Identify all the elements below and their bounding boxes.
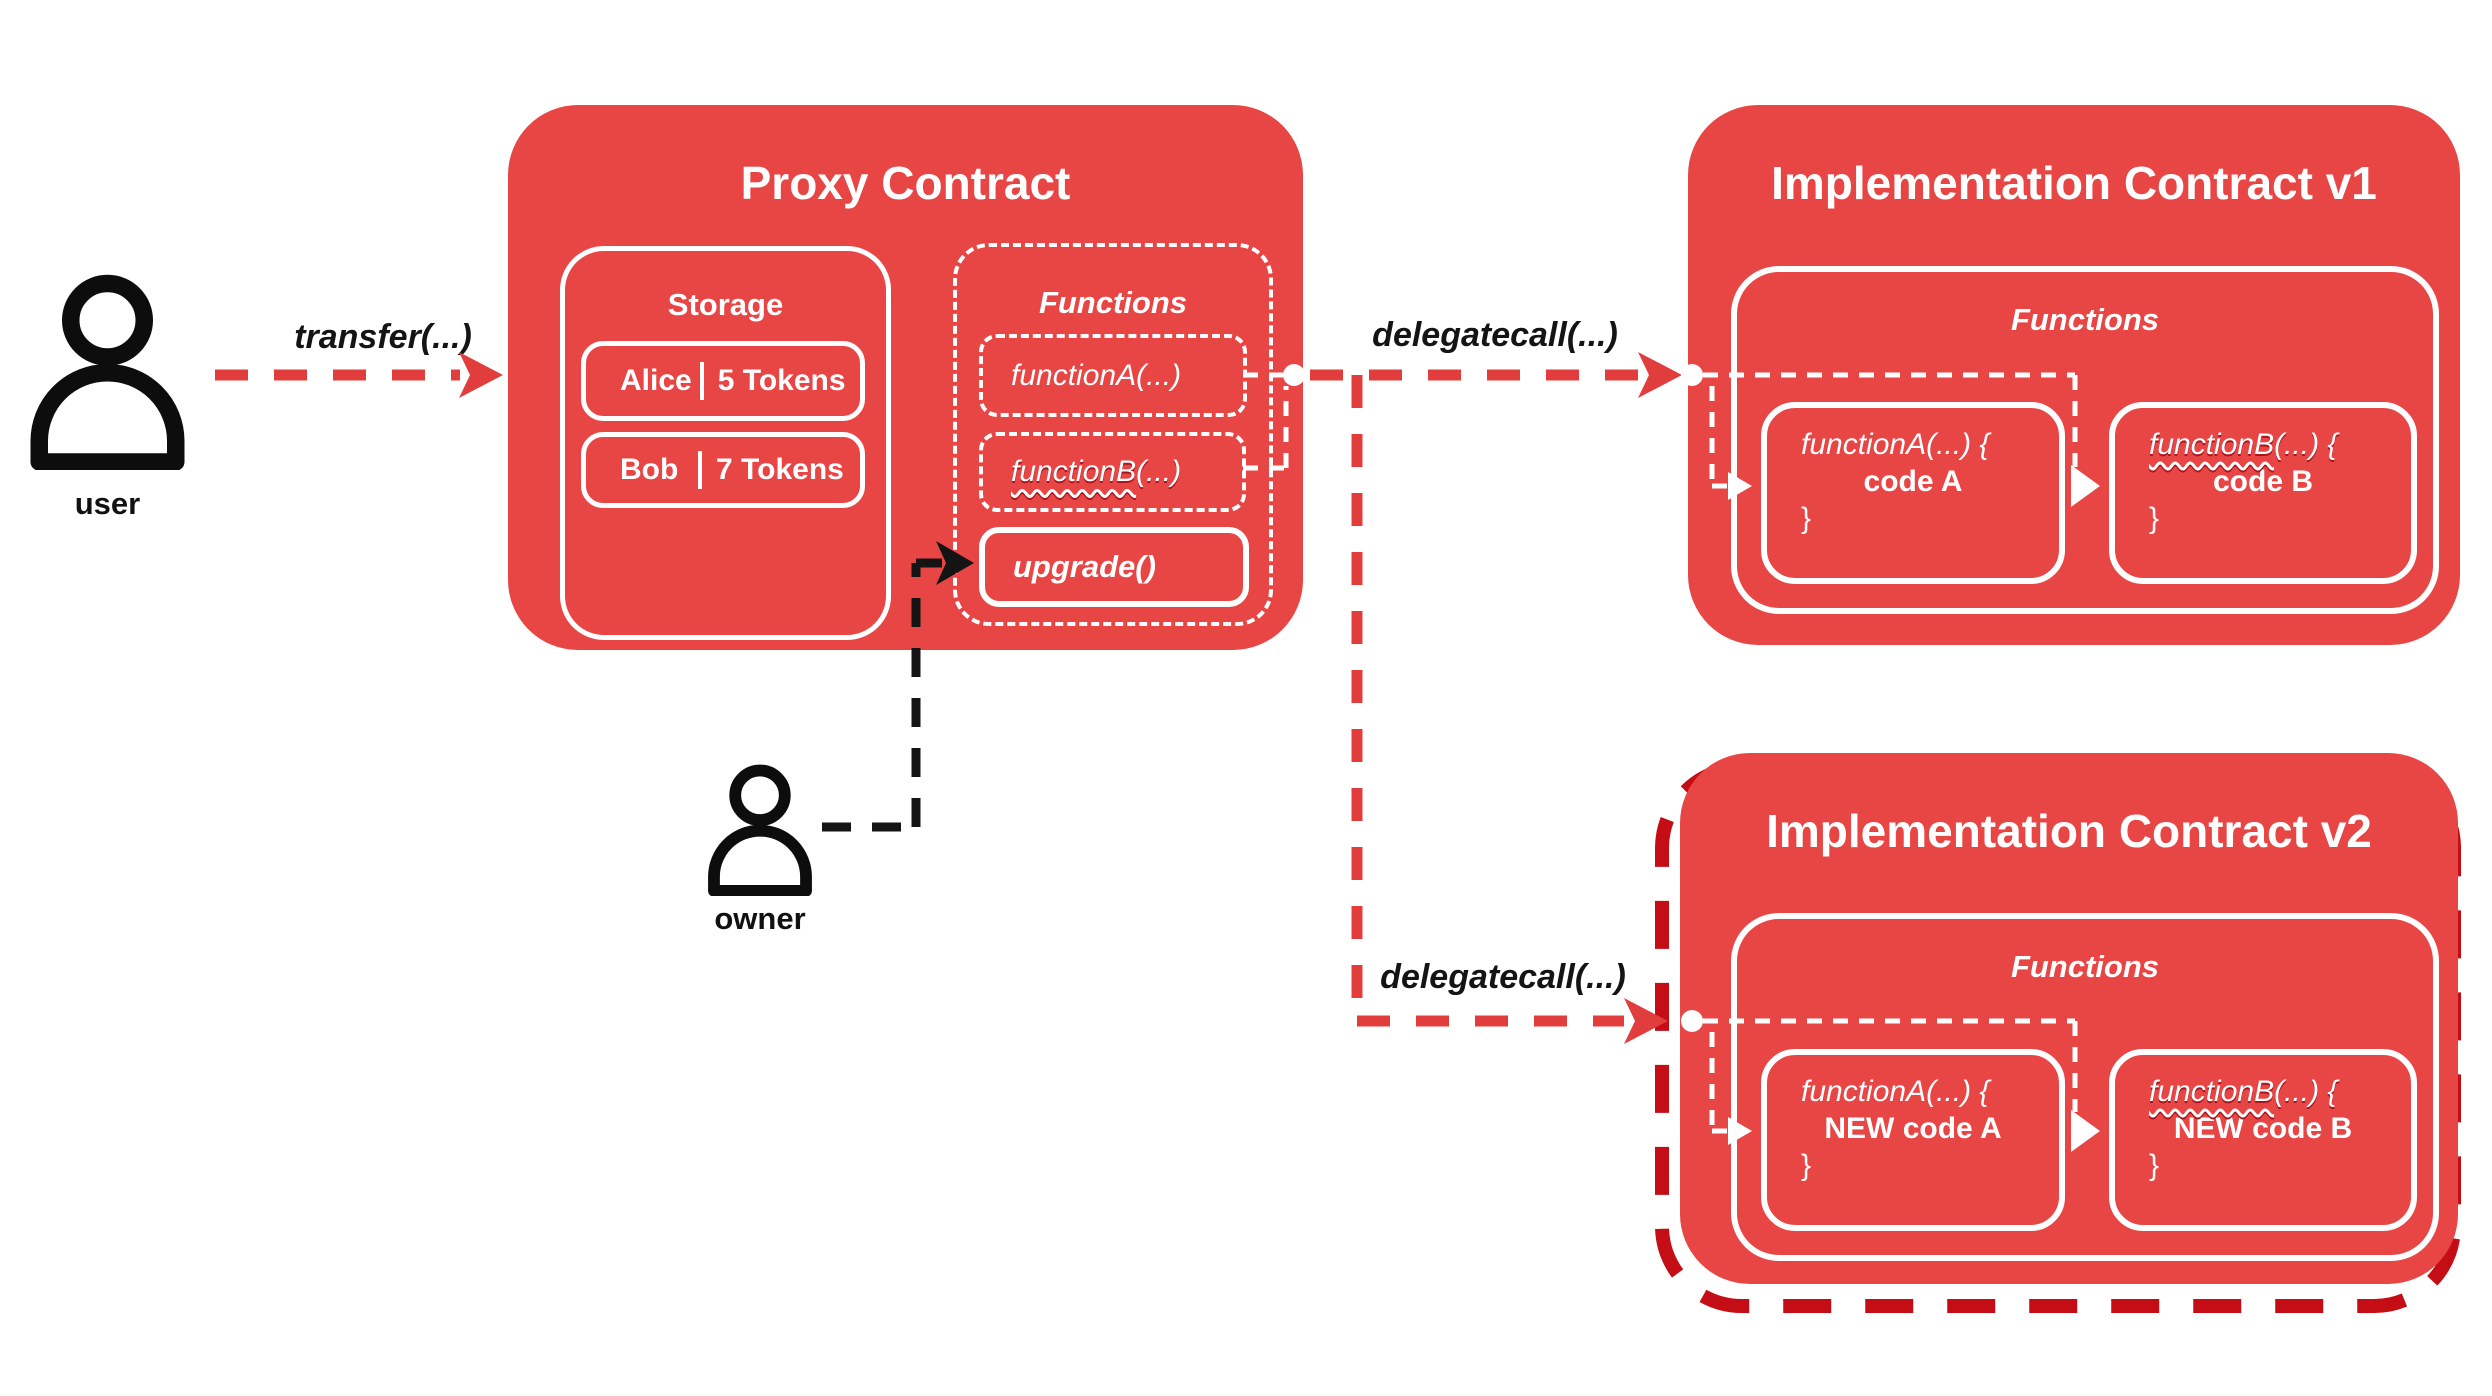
storage-row-divider (699, 362, 704, 400)
proxy-contract-box: Proxy Contract Storage Alice 5 Tokens Bo… (508, 105, 1303, 650)
user-icon (30, 274, 185, 470)
storage-row-alice: Alice 5 Tokens (581, 341, 865, 421)
functionB-label: functionB (1011, 455, 1137, 488)
storage-row-name: Alice (620, 364, 692, 397)
delegatecall-v2-label: delegatecall(...) (1380, 958, 1626, 996)
v1-functionB-close: } (2149, 501, 2160, 535)
functionA-label: functionA (1011, 358, 1137, 392)
user-label: user (74, 486, 141, 521)
proxy-functionB-box: functionB(...) (979, 432, 1246, 512)
delegatecall-v2-arrowhead-icon (1624, 998, 1668, 1044)
delegatecall-v2-line (1351, 375, 1624, 1027)
v1-functions-title: Functions (2010, 302, 2160, 337)
v2-functionB-box: functionB(...) { NEW code B } (2109, 1049, 2417, 1231)
v2-functionA-body: NEW code A (1824, 1111, 2002, 1145)
owner-body (708, 824, 812, 896)
v2-functions-group: Functions functionA(...) { NEW code A } … (1731, 913, 2439, 1261)
storage-row-value: 5 Tokens (717, 364, 846, 397)
implementation-v1-box: Implementation Contract v1 Functions fun… (1688, 105, 2460, 645)
proxy-functions-group: Functions functionA(...) functionB(...) … (953, 243, 1273, 626)
owner-icon (708, 764, 812, 896)
functionA-args: (...) (1136, 358, 1182, 392)
v1-functionB-args: (...) { (2274, 427, 2338, 461)
v2-functions-title: Functions (2010, 949, 2160, 984)
user-body (30, 364, 185, 470)
storage-row-value: 7 Tokens (716, 453, 844, 486)
owner-head (729, 764, 791, 826)
v1-functionB-name: functionB (2149, 427, 2275, 461)
impl-v2-title: Implementation Contract v2 (1766, 805, 2372, 857)
storage-box: Storage Alice 5 Tokens Bob 7 Tokens (560, 246, 891, 640)
v2-functionA-name: functionA (1801, 1074, 1927, 1108)
user-head (62, 274, 153, 366)
v2-functionB-args: (...) { (2274, 1074, 2338, 1108)
v1-functionA-close: } (1801, 501, 1812, 535)
delegatecall-v1-arrowhead-icon (1638, 352, 1682, 398)
v1-functionB-body: code B (2212, 464, 2314, 498)
storage-row-name: Bob (620, 453, 679, 486)
v2-functionA-close: } (1801, 1148, 1812, 1182)
owner-label: owner (714, 901, 806, 936)
v1-functionA-body: code A (1863, 464, 1963, 498)
proxy-title: Proxy Contract (740, 157, 1071, 209)
storage-row-divider (698, 451, 702, 489)
v2-functionA-box: functionA(...) { NEW code A } (1761, 1049, 2065, 1231)
v1-functions-group: Functions functionA(...) { code A } func… (1731, 266, 2439, 614)
v1-functionA-box: functionA(...) { code A } (1761, 402, 2065, 584)
impl-v1-title: Implementation Contract v1 (1771, 157, 2377, 209)
v2-functionB-close: } (2149, 1148, 2160, 1182)
proxy-functionA-box: functionA(...) (979, 334, 1247, 417)
proxy-functions-title: Functions (1038, 285, 1188, 320)
v2-functionB-body: NEW code B (2173, 1111, 2353, 1145)
v2-functionB-name: functionB (2149, 1074, 2275, 1108)
v1-functionB-box: functionB(...) { code B } (2109, 402, 2417, 584)
v1-functionA-name: functionA (1801, 427, 1927, 461)
storage-title: Storage (667, 287, 784, 322)
transfer-arrowhead-icon (459, 352, 503, 398)
delegatecall-v1-label: delegatecall(...) (1372, 316, 1618, 354)
implementation-v2-box: Implementation Contract v2 Functions fun… (1680, 753, 2458, 1284)
v1-functionA-args: (...) { (1926, 427, 1990, 461)
functionB-args: (...) (1136, 455, 1182, 488)
storage-row-bob: Bob 7 Tokens (581, 432, 865, 508)
transfer-label: transfer(...) (294, 318, 472, 356)
upgrade-box: upgrade() (979, 527, 1249, 607)
v2-functionA-args: (...) { (1926, 1074, 1990, 1108)
